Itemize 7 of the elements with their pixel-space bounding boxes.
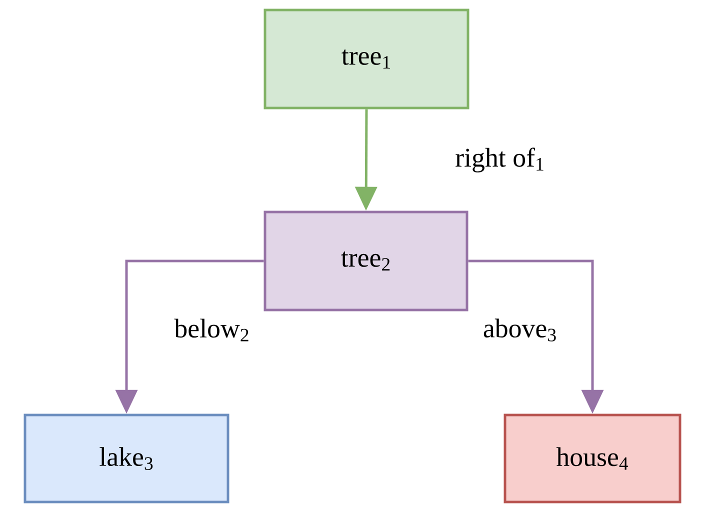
node-box: tree$_{1}$ [264, 8, 470, 110]
node-box: lake$_{3}$ [24, 414, 230, 504]
edge-label: below$_{2}$ [174, 318, 248, 342]
edge-label: above$_{3}$ [484, 318, 556, 342]
edge-label: right of$_{1}$ [456, 148, 544, 172]
node-box: tree$_{2}$ [264, 210, 468, 312]
node-box: house$_{4}$ [504, 414, 682, 504]
